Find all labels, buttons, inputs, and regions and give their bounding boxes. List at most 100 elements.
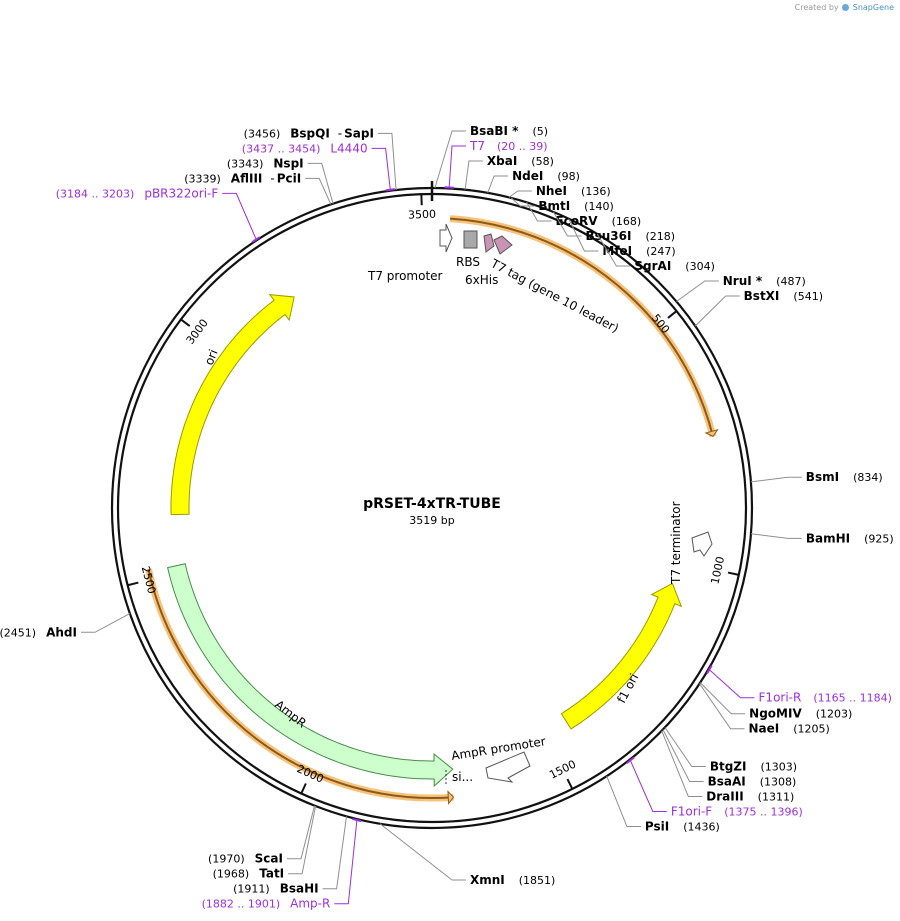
site-leader-line [434,130,466,189]
site-position: (218) [645,230,675,243]
primer-leader-line [334,819,358,905]
f1ori-feature-arrow[interactable] [560,582,683,730]
primer-label[interactable]: (3184 .. 3203) pBR322ori-F [56,186,219,200]
primer-leader-line [222,192,258,241]
site-label[interactable]: BtgZI(1303) [710,760,797,774]
t7-tag-label: T7 tag (gene 10 leader) [488,256,621,336]
his-tag-arrow[interactable] [483,233,495,253]
tick-label: 1500 [547,758,578,782]
site-leader-line [288,806,317,875]
site-leader-line [464,160,483,190]
orf-arc-core [147,569,454,799]
brand-name: SnapGene [852,3,894,12]
site-position: (247) [646,245,676,258]
site-label[interactable]: NdeI(98) [512,169,580,183]
tick-label: 3500 [408,208,436,222]
site-position: (834) [853,471,883,484]
site-label[interactable]: XmnI(1851) [470,873,555,887]
site-name: SapI [344,126,374,140]
site-name: DraIII [706,790,743,804]
site-position: (3339) [184,172,221,185]
primer-label[interactable]: (3437 .. 3454)L4440 [242,141,368,155]
site-position: (925) [864,532,894,545]
brand-prefix: Created by [794,3,839,12]
site-name: AflIII [231,171,263,185]
site-position: (136) [581,185,611,198]
site-name: BsmI [806,470,839,484]
site-label[interactable]: DraIII(1311) [706,790,794,804]
site-leader-line [568,218,599,252]
site-label[interactable]: BsaAI(1308) [708,775,797,789]
site-label[interactable]: NaeI(1205) [748,722,829,736]
site-name: XbaI [487,154,517,168]
feature-layer [145,215,719,805]
ori-feature-arrow[interactable] [170,293,295,516]
site-label[interactable]: MfeI (247) [602,244,675,258]
snapgene-logo-icon [842,4,850,11]
site-label[interactable]: (3339)AflIII-PciI [184,171,301,185]
site-label[interactable]: NgoMIV(1203) [749,707,852,721]
site-label[interactable]: (1970)ScaI [208,852,283,866]
site-label[interactable]: (2451)AhdI [0,625,77,639]
site-leader-line [305,177,332,205]
site-position: (1968) [213,868,250,881]
site-position: (3343) [227,157,264,170]
ori-label: ori [202,347,221,367]
site-label[interactable]: (1968)TatI [213,867,285,881]
site-position: (1911) [233,883,270,896]
site-position: (58) [531,155,554,168]
site-leader-line [377,132,397,191]
site-name: NgoMIV [749,707,802,721]
site-label[interactable]: BmtI(140) [538,199,613,213]
site-leader-line [526,202,552,222]
t7-terminator-arrow[interactable] [691,531,713,557]
site-label[interactable]: BamHI (925) [806,531,894,545]
site-label[interactable]: NruI *(487) [723,274,806,288]
primer-label[interactable]: F1ori-F(1375 .. 1396) [671,805,803,819]
site-label[interactable]: BstXI(541) [744,289,823,303]
site-name: BamHI [806,531,850,545]
site-name: MfeI [602,244,632,258]
primer-label[interactable]: T7 (20 .. 39) [469,139,548,153]
primer-layer: T7 (20 .. 39) F1ori-R(1165 .. 1184) F1ori-F… [56,139,892,911]
site-name: BspQI [290,126,330,140]
site-position: (20 .. 39) [497,140,548,153]
site-label[interactable]: NheI(136) [536,184,611,198]
site-name: pBR322ori-F [144,186,218,200]
site-label[interactable]: Bsu36I (218) [585,229,675,243]
site-label[interactable]: (3456)BspQI-SapI [244,126,374,140]
site-name: Bsu36I [585,229,631,243]
site-name: PsiI [645,820,669,834]
t7-promoter-arrow[interactable] [439,223,453,253]
site-name: BstXI [744,289,780,303]
site-label[interactable]: SgrAI(304) [634,259,715,273]
site-name: L4440 [330,141,367,155]
t7-tag-arrow[interactable] [493,235,513,255]
site-position: (3184 .. 3203) [56,187,135,200]
site-name: BtgZI [710,760,747,774]
site-label[interactable]: BsaBI *(5) [470,124,548,138]
site-leader-line [510,197,535,207]
tick-label: 3000 [184,317,211,347]
rbs-box[interactable] [463,230,478,249]
site-name: T7 [469,139,485,153]
site-label[interactable]: BsmI (834) [806,470,883,484]
site-label[interactable]: PsiI(1436) [645,820,720,834]
ampr-promoter-arrow[interactable] [485,751,531,783]
site-label[interactable]: EcoRV(168) [555,214,641,228]
site-label[interactable]: (1911)BsaHI [233,882,318,896]
signal-sequence-label: si... [452,770,473,784]
site-label[interactable]: XbaI (58) [487,154,554,168]
primer-label[interactable]: (1882 .. 1901)Amp-R [202,897,331,911]
site-position: (168) [612,215,642,228]
tick-label: 1000 [708,555,727,585]
site-position: (1205) [793,723,830,736]
orf-arrowhead [447,790,455,805]
site-name: PciI [277,171,302,185]
site-leader-line [307,162,334,204]
site-label[interactable]: (3343)NspI [227,156,304,170]
primer-label[interactable]: F1ori-R(1165 .. 1184) [759,691,892,705]
ampr-feature-arrow[interactable] [166,563,454,788]
site-leader-line [661,730,703,797]
